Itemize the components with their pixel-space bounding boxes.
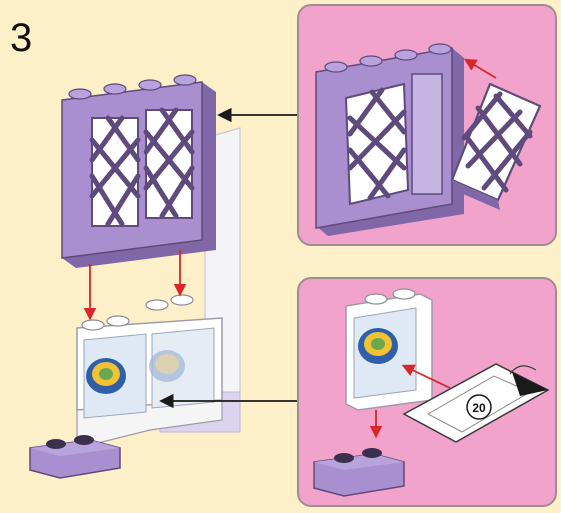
callout-insert-arrow (466, 60, 496, 78)
callout-window-pane-open (346, 84, 408, 204)
purple-window-frame-main (62, 75, 216, 268)
sticker-number: 20 (472, 401, 486, 415)
callout-white-frame (346, 289, 432, 410)
brick-1x2-callout (314, 448, 404, 496)
sticker-art-right (149, 350, 185, 382)
sticker-number-badge: 20 (467, 395, 491, 419)
sticker-art-left (86, 358, 126, 394)
callout-window-pane-loose (452, 84, 540, 210)
